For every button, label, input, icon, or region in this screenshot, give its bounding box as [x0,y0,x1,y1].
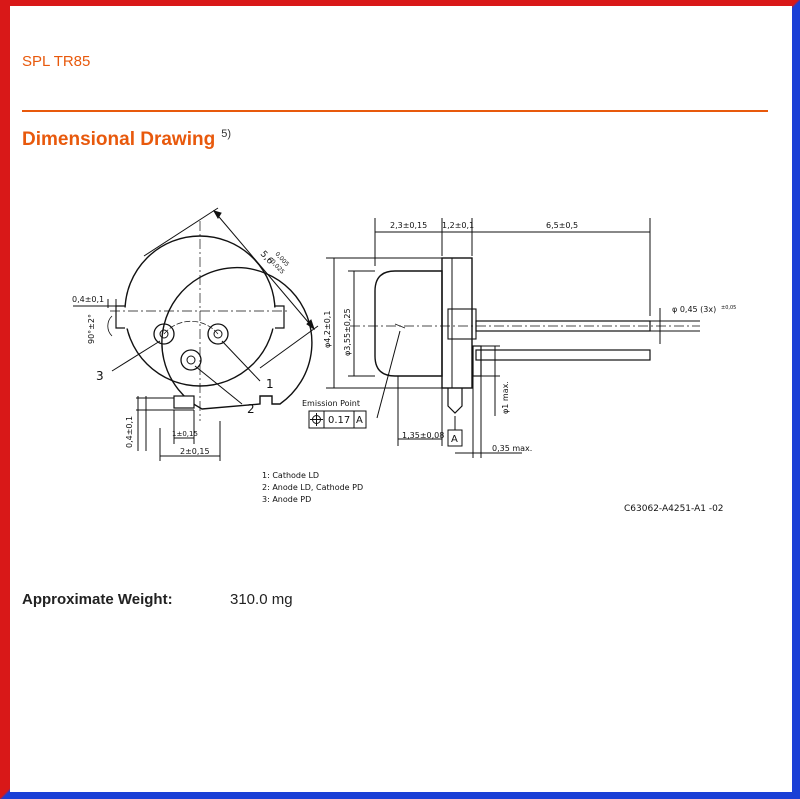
front-view-outline [161,266,313,410]
tolerance-datum: A [356,415,363,426]
section-footnote: 5) [221,128,231,140]
dim-1: 1±0,15 [172,430,198,438]
pin-number-2: 2 [247,402,255,416]
dim-1-35: 1,35±0,08 [402,431,444,440]
datasheet-page: SPL TR85 Dimensional Drawing 5) [10,6,792,792]
section-title: Dimensional Drawing 5) [22,128,231,151]
dim-0-35: 0,35 max. [492,444,532,453]
datum-box-label: A [451,434,458,445]
right-notch [275,305,285,329]
dim-pin-dia: φ 0,45 (3x) [672,305,716,314]
drawing-code: C63062-A4251-A1 -02 [624,504,724,514]
product-title: SPL TR85 [22,53,91,70]
emission-point-label: Emission Point [302,399,360,408]
pin-number-3: 3 [96,369,104,383]
pin-lower [475,349,651,361]
side-view-cap [374,270,443,377]
dim-dia-1-max: φ1 max. [501,381,510,414]
dim-6-5: 6,5±0,5 [546,221,578,230]
dim-pin-tol: ±0,05 [721,305,736,311]
dim-2: 2±0,15 [180,447,210,456]
legend-item-1: 1: Cathode LD [262,471,319,480]
left-notch [115,305,125,329]
dim-1-2: 1,2±0,1 [442,221,474,230]
dim-dia-3-55: φ3,55±0,25 [343,308,352,356]
dimensional-drawing: 5,6 0,005 -0,025 0,4±0,1 90°±2° 1 2 3 0,… [72,207,736,514]
dim-0-4-vertical: 0,4±0,1 [125,416,134,448]
pin-number-1: 1 [266,377,274,391]
bottom-notch [173,395,195,409]
weight-label: Approximate Weight: [22,591,173,608]
dim-dia-4-2: φ4,2±0,1 [323,311,332,348]
tolerance-value: 0.17 [328,415,350,426]
section-title-text: Dimensional Drawing [22,129,216,150]
legend-item-3: 3: Anode PD [262,495,311,504]
dim-angle: 90°±2° [87,314,96,344]
side-view-flange [441,257,473,389]
weight-value: 310.0 mg [230,591,293,608]
dim-2-3: 2,3±0,15 [390,221,427,230]
legend-item-2: 2: Anode LD, Cathode PD [262,483,363,492]
dim-0-4-left: 0,4±0,1 [72,295,104,304]
header-divider [22,110,768,112]
